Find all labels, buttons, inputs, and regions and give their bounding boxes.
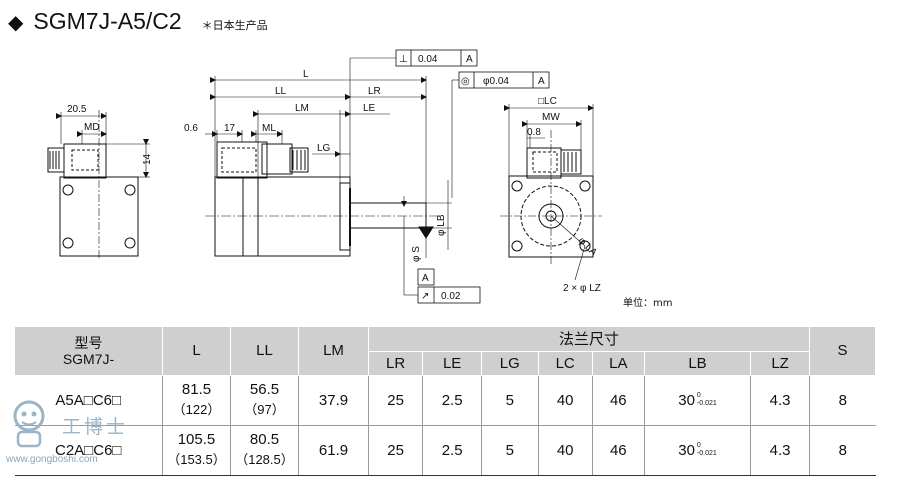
s-cell: 8 [809, 374, 876, 426]
robot-logo-icon [13, 400, 45, 448]
lg-cell: 5 [481, 374, 539, 426]
svg-text:A: A [538, 76, 545, 87]
ll-cell: 80.5（128.5） [230, 425, 299, 476]
table-row: A5A□C6□ 81.5（122） 56.5（97） 37.9 25 2.5 5… [14, 374, 876, 426]
header-la: LA [591, 351, 645, 376]
l-cell: 105.5（153.5） [162, 425, 231, 476]
watermark-url: www.gongboshi.com [6, 454, 98, 465]
le-cell: 2.5 [422, 425, 482, 476]
header-le: LE [422, 351, 483, 376]
svg-text:2 × φ LZ: 2 × φ LZ [563, 283, 601, 294]
runout-symbol-icon: ↗ [421, 291, 429, 302]
technical-drawing: 20.5 MD 14 0.6 17 ML L LL LM LR LE LG φ … [47, 49, 602, 304]
header-flange: 法兰尺寸 [368, 327, 810, 352]
dimension-labels: 20.5 MD 14 0.6 17 ML L LL LM LR LE LG φ … [67, 54, 601, 302]
drawing-title: ◆ SGM7J-A5/C2 ＊日本生产品 [8, 8, 268, 35]
perpendicularity-symbol-icon: ⊥ [399, 54, 408, 65]
lm-cell: 37.9 [298, 374, 369, 426]
concentricity-symbol-icon: ◎ [461, 76, 470, 87]
ll-cell: 56.5（97） [230, 374, 299, 426]
l-cell: 81.5（122） [162, 374, 231, 426]
header-lz: LZ [750, 351, 810, 376]
lr-cell: 25 [367, 425, 423, 476]
svg-text:20.5: 20.5 [67, 104, 87, 115]
watermark-text: 工博士 [62, 416, 129, 438]
table-row: C2A□C6□ 105.5（153.5） 80.5（128.5） 61.9 25… [14, 425, 876, 476]
svg-text:φ S: φ S [411, 246, 422, 262]
unit-label: 单位：mm [623, 298, 673, 309]
header-l: L [162, 327, 231, 376]
lc-cell: 40 [537, 374, 593, 426]
header-lg: LG [481, 351, 539, 376]
svg-text:A: A [466, 54, 473, 65]
lg-cell: 5 [481, 425, 539, 476]
model-title: SGM7J-A5/C2 [33, 8, 182, 34]
dimension-table: 型号 SGM7J- L LL LM 法兰尺寸 S LR LE LG LC LA … [14, 327, 876, 476]
svg-text:φ LA: φ LA [576, 235, 599, 258]
svg-text:0.8: 0.8 [527, 127, 541, 138]
model-cell: A5A□C6□ [14, 374, 163, 426]
left-side-view [47, 110, 150, 260]
header-lr: LR [367, 351, 424, 376]
header-lb: LB [643, 351, 752, 376]
svg-text:14: 14 [142, 153, 153, 165]
header-lm: LM [298, 327, 369, 376]
header-s: S [809, 327, 876, 376]
header-lc: LC [537, 351, 593, 376]
lr-cell: 25 [367, 374, 423, 426]
svg-text:LL: LL [275, 86, 287, 97]
svg-text:L: L [303, 69, 309, 80]
svg-text:LG: LG [317, 143, 331, 154]
svg-text:MD: MD [84, 122, 100, 133]
svg-text:LM: LM [295, 103, 309, 114]
svg-text:□LC: □LC [538, 96, 557, 107]
svg-text:A: A [422, 273, 429, 284]
svg-text:LE: LE [363, 103, 376, 114]
flange-end-view [500, 104, 602, 281]
watermark: 工博士 www.gongboshi.com [6, 398, 136, 474]
le-cell: 2.5 [422, 374, 482, 426]
header-model: 型号 SGM7J- [14, 327, 163, 376]
diamond-bullet-icon: ◆ [8, 10, 24, 34]
lz-cell: 4.3 [750, 374, 810, 426]
svg-text:MW: MW [542, 112, 560, 123]
svg-text:17: 17 [224, 123, 236, 134]
header-ll: LL [230, 327, 299, 376]
svg-text:ML: ML [262, 123, 276, 134]
lc-cell: 40 [537, 425, 593, 476]
svg-text:LR: LR [368, 86, 381, 97]
la-cell: 46 [591, 374, 645, 426]
la-cell: 46 [591, 425, 645, 476]
origin-note: ＊日本生产品 [201, 19, 268, 32]
lz-cell: 4.3 [750, 425, 810, 476]
svg-text:φ0.04: φ0.04 [483, 76, 509, 87]
lm-cell: 61.9 [298, 425, 369, 476]
svg-text:0.04: 0.04 [418, 54, 438, 65]
s-cell: 8 [809, 425, 876, 476]
front-view [205, 49, 550, 304]
svg-text:φ LB: φ LB [436, 214, 447, 236]
svg-text:0.6: 0.6 [184, 123, 198, 134]
svg-text:0.02: 0.02 [441, 291, 461, 302]
